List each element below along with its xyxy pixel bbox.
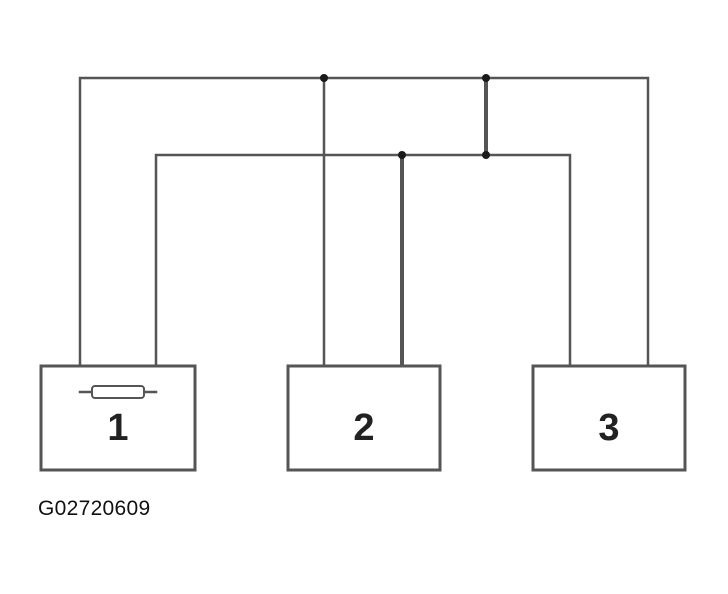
component-2-box bbox=[286, 364, 442, 472]
inner-wire bbox=[154, 153, 572, 394]
component-3-box bbox=[531, 364, 687, 472]
junction-dot bbox=[398, 151, 406, 159]
component-1-box bbox=[39, 364, 197, 472]
junction-dot bbox=[482, 74, 490, 82]
component-3-label: 3 bbox=[598, 407, 619, 449]
junction-dot bbox=[482, 151, 490, 159]
component-2-label: 2 bbox=[353, 407, 374, 449]
component-1-label: 1 bbox=[107, 407, 128, 449]
junction-dot bbox=[320, 74, 328, 82]
figure-id: G02720609 bbox=[38, 497, 151, 520]
fuse-icon bbox=[91, 385, 145, 399]
outer-wire bbox=[78, 76, 650, 394]
